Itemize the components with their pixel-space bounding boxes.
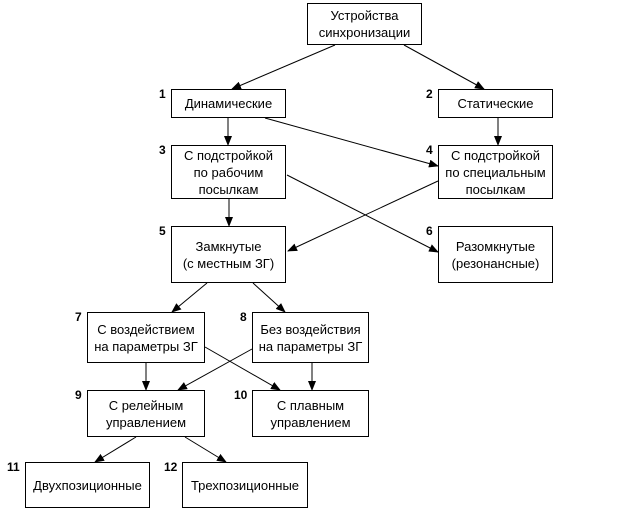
node-relay-control: С релейным управлением bbox=[87, 390, 205, 437]
node-two-position: Двухпозиционные bbox=[25, 462, 150, 508]
node-number: 11 bbox=[7, 460, 20, 474]
edge-n4-to-n5 bbox=[287, 180, 439, 252]
node-number: 1 bbox=[159, 87, 166, 101]
node-working-adjust: С подстройкой по рабочим посылкам bbox=[171, 145, 286, 199]
node-number: 9 bbox=[75, 388, 82, 402]
edge-n9-to-n12 bbox=[184, 436, 227, 463]
node-closed: Замкнутые (с местным ЗГ) bbox=[171, 226, 286, 283]
edge-n9-to-n11 bbox=[94, 436, 137, 463]
edge-n1-to-n4 bbox=[264, 117, 439, 168]
node-without-influence: Без воздействия на параметры ЗГ bbox=[252, 312, 369, 363]
node-number: 8 bbox=[240, 310, 247, 324]
node-open: Разомкнутые (резонансные) bbox=[438, 226, 553, 283]
node-with-influence: С воздействием на параметры ЗГ bbox=[87, 312, 205, 363]
node-special-adjust: С подстройкой по специальным посылкам bbox=[438, 145, 553, 199]
edge-n8-to-n9 bbox=[177, 348, 253, 391]
node-number: 7 bbox=[75, 310, 82, 324]
node-number: 2 bbox=[426, 87, 433, 101]
node-number: 5 bbox=[159, 224, 166, 238]
edge-root-to-n1 bbox=[231, 44, 336, 90]
node-number: 3 bbox=[159, 143, 166, 157]
node-smooth-control: С плавным управлением bbox=[252, 390, 369, 437]
node-number: 12 bbox=[164, 460, 178, 474]
edge-n5-to-n8 bbox=[252, 282, 286, 313]
node-number: 10 bbox=[234, 388, 248, 402]
node-sync-devices: Устройства синхронизации bbox=[307, 3, 422, 45]
edge-n3-to-n6 bbox=[286, 174, 439, 253]
edge-n5-to-n7 bbox=[171, 282, 208, 313]
node-dynamic: Динамические bbox=[171, 89, 286, 118]
node-number: 6 bbox=[426, 224, 433, 238]
edge-root-to-n2 bbox=[403, 44, 485, 90]
node-static: Статические bbox=[438, 89, 553, 118]
edge-n7-to-n10 bbox=[204, 346, 281, 391]
node-number: 4 bbox=[426, 143, 433, 157]
node-three-position: Трехпозиционные bbox=[182, 462, 308, 508]
